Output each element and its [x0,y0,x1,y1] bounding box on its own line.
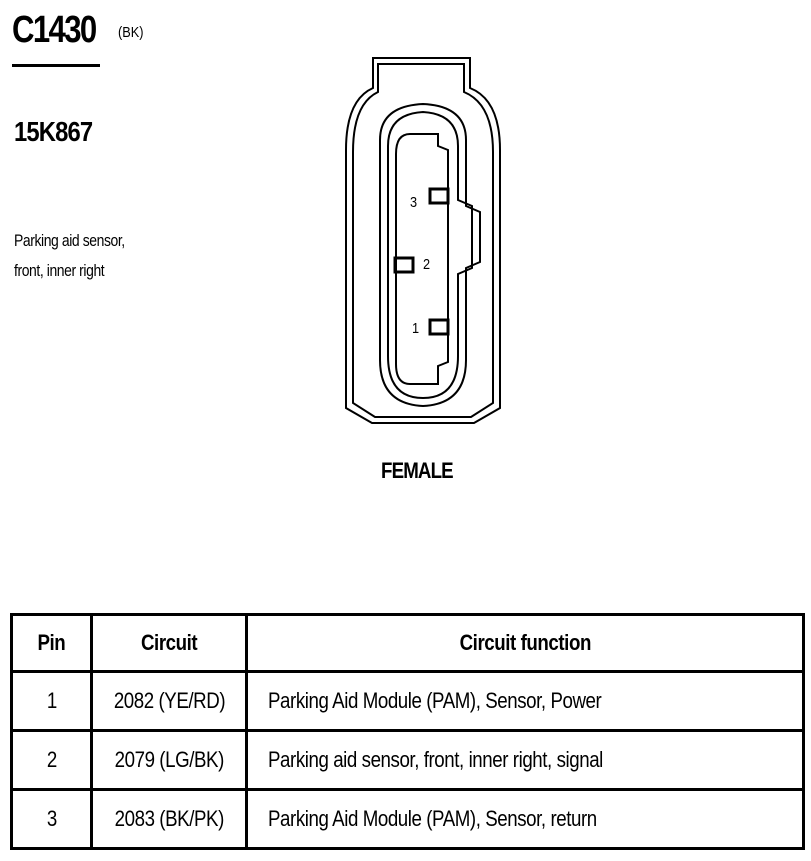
terminal-cavities [393,187,450,336]
connector-color-code: (BK) [118,24,144,41]
connector-gender: FEMALE [381,458,454,483]
connector-housing [345,57,501,424]
cell-circuit: 2082 (YE/RD) [90,670,248,732]
pin-label-3: 3 [410,194,418,211]
description-line-2: front, inner right [14,261,105,280]
header-circuit: Circuit [90,613,248,673]
connector-face-drawing [345,57,501,424]
cell-pin: 2 [10,729,93,791]
connector-id-underline [12,64,100,67]
terminal-1 [428,318,450,336]
table-header-row: Pin Circuit Circuit function [10,613,805,673]
terminal-2 [393,256,415,274]
table-row: 2 2079 (LG/BK) Parking aid sensor, front… [10,729,805,791]
header-pin: Pin [10,613,93,673]
terminal-3 [428,187,450,205]
cell-circuit: 2083 (BK/PK) [90,788,248,850]
cell-function: Parking Aid Module (PAM), Sensor, return [245,788,805,850]
cell-circuit: 2079 (LG/BK) [90,729,248,791]
table-row: 3 2083 (BK/PK) Parking Aid Module (PAM),… [10,788,805,850]
pin-label-1: 1 [412,320,420,337]
cell-function: Parking aid sensor, front, inner right, … [245,729,805,791]
part-number: 15K867 [14,116,93,147]
cell-function: Parking Aid Module (PAM), Sensor, Power [245,670,805,732]
pin-label-2: 2 [423,256,431,273]
description-line-1: Parking aid sensor, [14,231,125,250]
cell-pin: 1 [10,670,93,732]
header-circuit-function: Circuit function [245,613,805,673]
connector-description: Parking aid sensor, front, inner right [14,226,125,286]
cell-pin: 3 [10,788,93,850]
connector-id: C1430 [12,9,97,51]
pinout-table: Pin Circuit Circuit function 1 2082 (YE/… [10,613,805,850]
table-row: 1 2082 (YE/RD) Parking Aid Module (PAM),… [10,670,805,732]
